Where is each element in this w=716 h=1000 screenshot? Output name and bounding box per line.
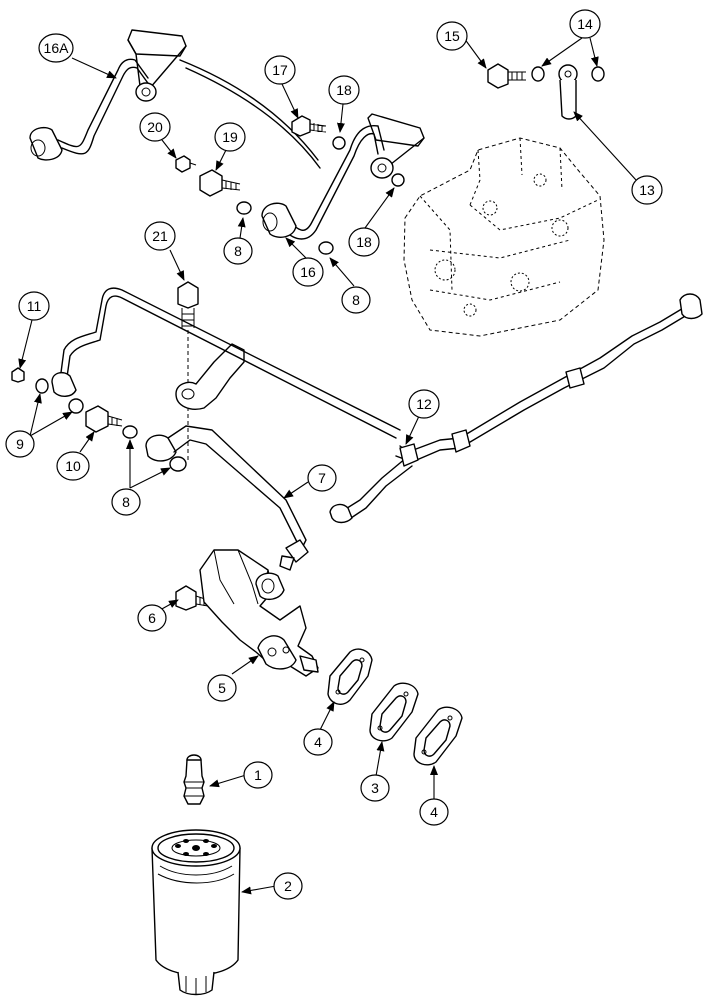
gasket-4-right xyxy=(413,706,463,766)
leader-lines xyxy=(18,37,637,895)
bolt-10 xyxy=(85,405,123,433)
bolt-19 xyxy=(199,169,241,197)
bolt-21 xyxy=(177,281,199,460)
svg-text:7: 7 xyxy=(318,470,326,486)
svg-text:12: 12 xyxy=(416,396,432,412)
callout-21: 21 xyxy=(144,221,176,251)
callout-12: 12 xyxy=(408,389,440,419)
callout-18-upper: 18 xyxy=(328,75,360,105)
washer-14-left xyxy=(531,66,545,82)
bolt-20 xyxy=(175,155,197,173)
washer-8-right xyxy=(169,456,187,472)
callout-9: 9 xyxy=(5,430,35,458)
callout-2: 2 xyxy=(273,872,303,900)
bracket-clip xyxy=(175,343,245,410)
svg-text:3: 3 xyxy=(371,780,379,796)
svg-text:10: 10 xyxy=(65,458,81,474)
washer-18-upper xyxy=(332,136,346,150)
svg-text:14: 14 xyxy=(577,16,593,32)
banjo-fitting-13 xyxy=(558,64,578,120)
callout-11: 11 xyxy=(18,291,50,321)
callout-3: 3 xyxy=(360,774,390,802)
callout-17: 17 xyxy=(264,55,296,85)
svg-text:15: 15 xyxy=(444,28,460,44)
washer-9-right xyxy=(68,398,84,414)
bolt-6 xyxy=(175,585,209,611)
svg-text:21: 21 xyxy=(152,228,168,244)
svg-text:6: 6 xyxy=(148,610,156,626)
callout-16A: 16A xyxy=(38,33,74,63)
callout-5: 5 xyxy=(207,674,237,702)
callout-16: 16 xyxy=(292,257,324,287)
injection-line-16a xyxy=(29,29,187,161)
callout-19: 19 xyxy=(214,122,246,152)
svg-text:18: 18 xyxy=(336,82,352,98)
return-line-11 xyxy=(51,287,401,439)
svg-text:13: 13 xyxy=(639,182,655,198)
washer-8-left xyxy=(122,425,138,439)
callout-6: 6 xyxy=(137,604,167,632)
callout-18-lower: 18 xyxy=(348,227,380,257)
svg-text:8: 8 xyxy=(234,243,242,259)
adapter-1 xyxy=(183,754,205,805)
svg-text:9: 9 xyxy=(16,436,24,452)
bolt-11 xyxy=(11,367,25,383)
washer-8-upper xyxy=(236,201,252,215)
svg-text:1: 1 xyxy=(254,767,262,783)
bolt-17 xyxy=(291,115,327,137)
svg-text:4: 4 xyxy=(430,804,438,820)
svg-text:17: 17 xyxy=(272,62,288,78)
callout-14: 14 xyxy=(569,9,601,39)
svg-text:8: 8 xyxy=(122,494,130,510)
washer-14-right xyxy=(591,66,605,82)
callout-8-mid: 8 xyxy=(341,286,371,314)
callout-1: 1 xyxy=(243,761,273,789)
injection-line-16 xyxy=(179,59,425,240)
callout-10: 10 xyxy=(56,451,90,481)
callout-8-left: 8 xyxy=(111,488,141,516)
callout-20: 20 xyxy=(139,112,171,142)
svg-text:4: 4 xyxy=(314,734,322,750)
svg-text:11: 11 xyxy=(27,298,42,314)
bolt-15 xyxy=(487,63,526,89)
callout-15: 15 xyxy=(436,21,468,51)
gasket-3 xyxy=(369,682,419,742)
callout-13: 13 xyxy=(631,175,663,205)
svg-text:2: 2 xyxy=(284,878,292,894)
washer-8-mid xyxy=(318,241,334,255)
washer-18-lower xyxy=(391,173,405,187)
callout-8-upper: 8 xyxy=(223,237,253,265)
washer-9-left xyxy=(35,378,49,394)
fuel-filter-2 xyxy=(151,829,241,996)
gasket-4-left xyxy=(327,648,373,705)
svg-text:16A: 16A xyxy=(44,40,70,56)
leakoff-line-12 xyxy=(329,293,703,524)
lift-pump-5 xyxy=(199,549,319,677)
svg-text:18: 18 xyxy=(356,234,372,250)
svg-text:20: 20 xyxy=(147,119,163,135)
fuel-line-7 xyxy=(145,425,309,571)
callout-7: 7 xyxy=(307,464,337,492)
svg-text:16: 16 xyxy=(300,264,316,280)
injection-pump xyxy=(403,137,605,337)
svg-text:8: 8 xyxy=(352,292,360,308)
svg-text:5: 5 xyxy=(218,680,226,696)
callout-4-left: 4 xyxy=(303,728,333,756)
svg-text:19: 19 xyxy=(222,129,238,145)
callout-4-right: 4 xyxy=(419,798,449,826)
